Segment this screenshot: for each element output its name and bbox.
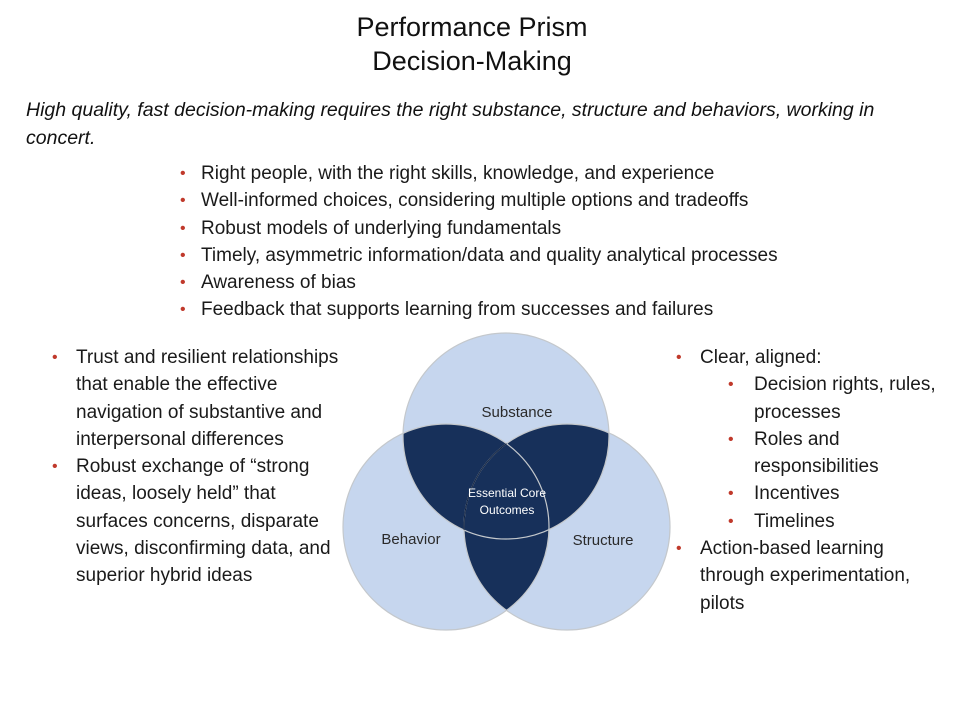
structure-sub-list: Decision rights, rules, processes Roles … — [700, 371, 946, 535]
behavior-label: Behavior — [381, 531, 440, 548]
structure-sub-bullet: Roles and responsibilities — [700, 426, 946, 481]
title-line-1: Performance Prism — [356, 12, 588, 42]
structure-sub-bullet: Decision rights, rules, processes — [700, 371, 946, 426]
substance-label: Substance — [482, 404, 553, 421]
top-bullet: Feedback that supports learning from suc… — [180, 296, 900, 324]
behavior-bullet: Trust and resilient relationships that e… — [52, 344, 342, 453]
top-bullet: Timely, asymmetric information/data and … — [180, 242, 900, 270]
behavior-bullet: Robust exchange of “strong ideas, loosel… — [52, 453, 342, 589]
structure-bullet: Clear, aligned: Decision rights, rules, … — [676, 344, 946, 535]
core-region-outline — [463, 424, 549, 539]
structure-sub-bullet: Incentives — [700, 480, 946, 508]
core-label-line-2: Outcomes — [480, 503, 535, 517]
structure-bullet-text: Clear, aligned: — [700, 347, 822, 368]
behavior-bullet-list: Trust and resilient relationships that e… — [52, 344, 342, 590]
behavior-structure-overlap — [464, 424, 549, 630]
title-line-2: Decision-Making — [372, 46, 572, 76]
subtitle: High quality, fast decision-making requi… — [26, 99, 875, 149]
top-bullet: Right people, with the right skills, kno… — [180, 160, 900, 188]
structure-label: Structure — [573, 532, 634, 549]
slide-title: Performance Prism Decision-Making — [0, 10, 944, 78]
core-label-line-1: Essential Core — [468, 486, 546, 500]
behavior-outline — [342, 423, 550, 631]
top-bullet: Awareness of bias — [180, 269, 900, 297]
top-bullet: Well-informed choices, considering multi… — [180, 187, 900, 215]
top-bullet: Robust models of underlying fundamentals — [180, 215, 900, 243]
structure-bullet-list: Clear, aligned: Decision rights, rules, … — [676, 344, 946, 617]
structure-sub-bullet: Timelines — [700, 508, 946, 536]
substance-outline — [402, 332, 610, 540]
top-bullet-list: Right people, with the right skills, kno… — [180, 160, 900, 324]
structure-bullet: Action-based learning through experiment… — [676, 535, 946, 617]
